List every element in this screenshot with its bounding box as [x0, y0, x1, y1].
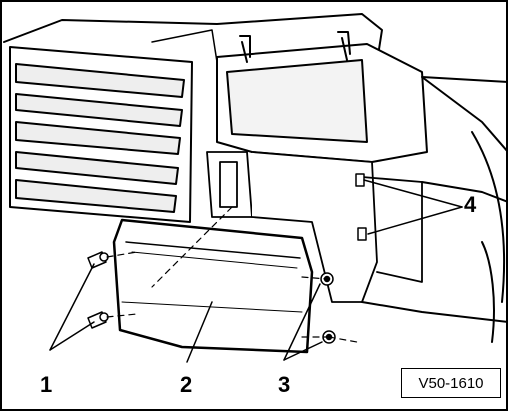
turn-signal-lens: [112, 218, 314, 354]
mounting-clips: [355, 173, 367, 241]
figure-id-label: V50-1610: [401, 368, 501, 398]
screws-left: [87, 251, 109, 329]
callout-3: 3: [278, 372, 291, 397]
fender: [361, 76, 506, 343]
leader-lines: [49, 179, 463, 363]
mounting-bracket: [206, 151, 423, 303]
callout-1: 1: [40, 372, 53, 397]
headlamp-housing: [216, 31, 428, 163]
callout-2: 2: [180, 372, 193, 397]
callout-4: 4: [464, 192, 477, 217]
assembly-lines: [106, 206, 358, 343]
radiator-grille: [9, 46, 193, 223]
